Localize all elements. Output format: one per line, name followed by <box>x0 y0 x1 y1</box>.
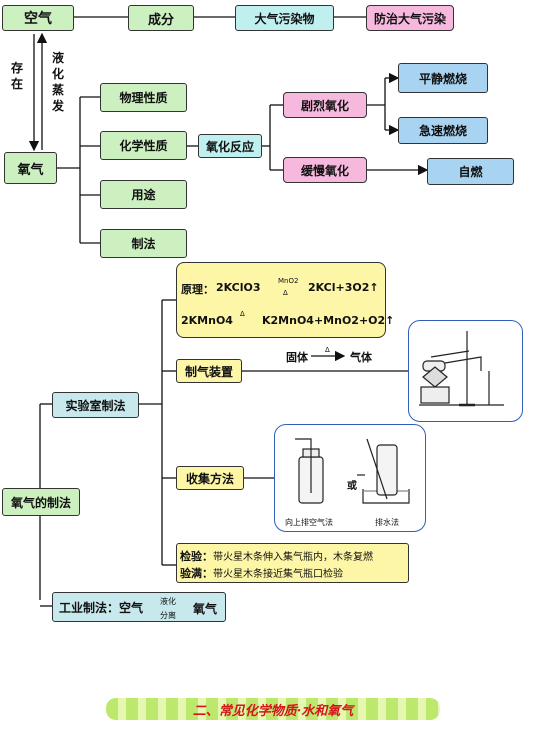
oxidation-box: 氧化反应 <box>198 134 262 158</box>
apparatus-heat: Δ <box>325 346 330 354</box>
eq1-left: 2KClO3 <box>216 281 261 294</box>
preparation-label: 制法 <box>131 237 156 251</box>
test-label-text: 检验： <box>180 550 213 563</box>
apparatus-drawing <box>419 331 504 407</box>
apparatus-picture <box>408 320 523 422</box>
industrial-product: 氧气 <box>193 602 218 616</box>
gas-label: 气体 <box>350 351 372 364</box>
composition-label: 成分 <box>147 12 174 28</box>
air-label: 空气 <box>24 11 52 27</box>
or-label: 或 <box>347 481 357 492</box>
footer-banner <box>106 698 440 720</box>
spontaneous-box: 自燃 <box>427 158 514 185</box>
full-check-text: 带火星木条接近集气瓶口检验 <box>213 569 343 580</box>
collection-label: 收集方法 <box>185 471 234 486</box>
eq2-left: 2KMnO4 <box>181 314 233 327</box>
preparation-root-label: 氧气的制法 <box>10 495 71 510</box>
prevention-label: 防治大气污染 <box>373 11 446 26</box>
violent-oxidation-label: 剧烈氧化 <box>300 98 349 113</box>
industrial-separate: 分离 <box>160 611 176 620</box>
upward-label: 向上排空气法 <box>285 518 333 527</box>
eq1-right: 2KCl+3O2↑ <box>308 281 379 294</box>
collection-drawing <box>295 438 410 504</box>
oxygen-box: 氧气 <box>4 152 57 184</box>
chemical-label: 化学性质 <box>119 139 168 153</box>
oxygen-label: 氧气 <box>17 162 44 178</box>
uses-box: 用途 <box>100 180 187 209</box>
full-check-label-text: 验满： <box>180 567 213 580</box>
industrial-label: 工业制法：空气 <box>59 600 144 615</box>
eq1-heat: Δ <box>283 289 288 297</box>
slow-oxidation-label: 缓慢氧化 <box>300 163 349 178</box>
uses-label: 用途 <box>131 188 156 202</box>
industrial-liquefy: 液化 <box>160 597 176 606</box>
slow-oxidation-box: 缓慢氧化 <box>283 157 367 183</box>
chemical-box: 化学性质 <box>100 131 187 160</box>
exist-label: 存在 <box>10 61 23 91</box>
eq1-catalyst: MnO2 <box>278 277 299 285</box>
principle-label: 原理： <box>181 283 214 296</box>
liquefy-label: 液化蒸发 <box>51 51 64 113</box>
lab-method-box: 实验室制法 <box>52 392 139 418</box>
physical-label: 物理性质 <box>119 91 168 105</box>
eq2-heat: Δ <box>240 310 245 318</box>
collection-picture: 或 向上排空气法 排水法 <box>274 424 426 532</box>
solid-label: 固体 <box>286 351 308 364</box>
pollutants-label: 大气污染物 <box>254 11 315 26</box>
pollutants-box: 大气污染物 <box>235 5 334 31</box>
lab-method-label: 实验室制法 <box>65 398 126 413</box>
prevention-box: 防治大气污染 <box>366 5 454 31</box>
calm-burning-label: 平静燃烧 <box>418 71 467 86</box>
apparatus-box: 制气装置 <box>176 359 242 383</box>
calm-burning-box: 平静燃烧 <box>398 63 488 93</box>
test-box <box>176 543 409 583</box>
spontaneous-label: 自燃 <box>458 165 483 179</box>
preparation-box: 制法 <box>100 229 187 258</box>
collection-box: 收集方法 <box>176 466 244 490</box>
industrial-method-box: 工业制法：空气 <box>52 592 226 622</box>
oxidation-label: 氧化反应 <box>205 139 254 154</box>
apparatus-label: 制气装置 <box>184 364 233 379</box>
physical-box: 物理性质 <box>100 83 187 112</box>
eq2-right: K2MnO4+MnO2+O2↑ <box>262 314 395 327</box>
test-label: 检验：带火星木条伸入集气瓶内，木条复燃 <box>180 548 373 564</box>
air-box: 空气 <box>2 5 74 31</box>
rapid-burning-box: 急速燃烧 <box>398 117 488 144</box>
test-text: 带火星木条伸入集气瓶内，木条复燃 <box>213 552 373 563</box>
preparation-root-box: 氧气的制法 <box>2 488 80 516</box>
principle-box <box>176 262 386 338</box>
water-label: 排水法 <box>375 518 399 527</box>
composition-box: 成分 <box>128 5 194 31</box>
rapid-burning-label: 急速燃烧 <box>418 124 467 138</box>
violent-oxidation-box: 剧烈氧化 <box>283 92 367 118</box>
footer-title: 二、常见化学物质·水和氧气 <box>192 703 354 719</box>
full-check-label: 验满：带火星木条接近集气瓶口检验 <box>180 565 343 581</box>
